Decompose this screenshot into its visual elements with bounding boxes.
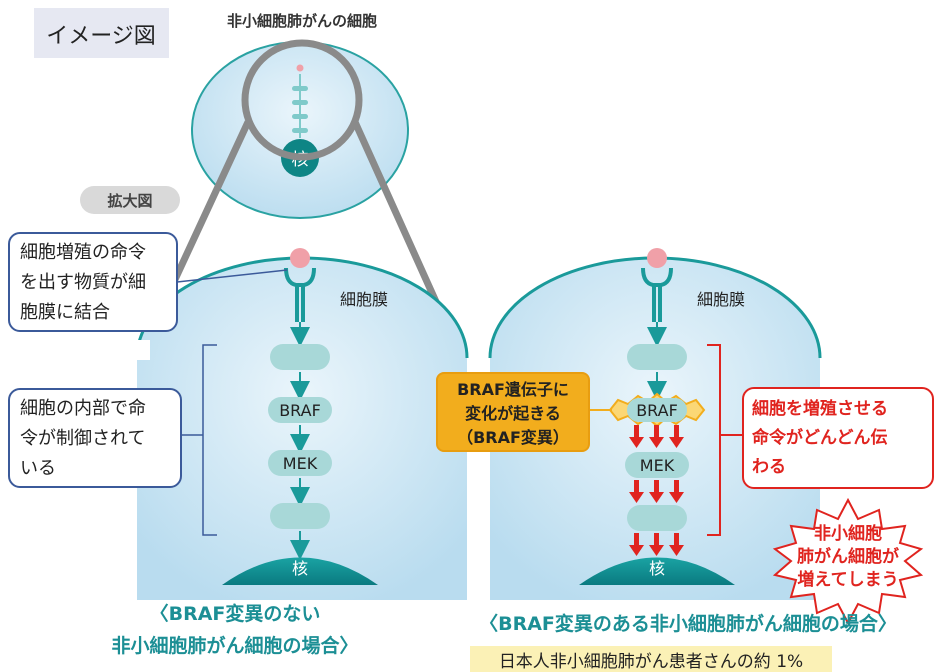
binding-callout: 細胞増殖の命令 を出す物質が細 胞膜に結合 [8, 232, 178, 332]
braf-change-line-1: BRAF遺伝子に [457, 380, 569, 399]
left-nucleus-label: 核 [292, 559, 308, 578]
left-braf-protein [268, 397, 332, 423]
internal-line-2: 令が制御されて [20, 428, 146, 449]
left-bracket [202, 344, 217, 536]
left-cell [137, 258, 467, 600]
burst-line-1: 非小細胞 [814, 523, 882, 544]
left-mek-label: MEK [283, 454, 318, 473]
right-blank-protein-2 [627, 505, 687, 531]
braf-change-line-3: （BRAF変異） [457, 428, 569, 447]
signal-flow-callout: 細胞を増殖させる 命令がどんどん伝 わる [742, 387, 934, 489]
image-label-box [34, 8, 169, 58]
right-mek-label: MEK [640, 456, 675, 475]
internal-control-callout: 細胞の内部で命 令が制御されて いる [8, 388, 182, 488]
left-blank-protein-2 [270, 503, 330, 529]
right-caption: 〈BRAF変異のある非小細胞肺がん細胞の場合〉 [479, 612, 897, 635]
right-braf-protein [627, 398, 687, 422]
right-bracket [707, 344, 721, 536]
burst-line-2: 肺がん細胞が [797, 546, 899, 567]
cell-title: 非小細胞肺がんの細胞 [227, 12, 377, 30]
left-receptor [284, 248, 316, 322]
braf-change-line-2: 変化が起きる [465, 404, 561, 423]
binding-line-2: を出す物質が細 [20, 272, 146, 293]
red-arrows-3 [629, 533, 684, 556]
signal-line-3: わる [752, 457, 786, 477]
right-blank-protein-1 [627, 344, 687, 370]
signal-line-2: 命令がどんどん伝 [752, 428, 888, 448]
right-nucleus [579, 557, 735, 585]
binding-line-3: 胞膜に結合 [20, 302, 110, 323]
right-mek-protein [625, 452, 689, 478]
red-arrows-2 [629, 480, 684, 503]
left-nucleus [222, 557, 378, 585]
magnifier-ring [241, 39, 363, 161]
binding-connector [176, 269, 288, 283]
binding-line-1: 細胞増殖の命令 [20, 242, 146, 263]
right-membrane-label: 細胞膜 [697, 290, 745, 309]
braf-change-callout: BRAF遺伝子に 変化が起きる （BRAF変異） [436, 372, 590, 452]
left-caption-line-1: 〈BRAF変異のない [150, 602, 321, 625]
left-blank-protein-1 [270, 344, 330, 370]
zoom-badge [80, 186, 180, 214]
small-receptor [292, 64, 308, 138]
red-arrows-1 [629, 425, 684, 448]
right-nucleus-label: 核 [649, 559, 665, 578]
left-mek-protein [268, 450, 332, 476]
left-cell-edge-mask [120, 340, 150, 360]
left-braf-label: BRAF [279, 401, 321, 420]
internal-line-1: 細胞の内部で命 [20, 398, 146, 419]
internal-line-3: いる [20, 458, 56, 479]
zoom-badge-label: 拡大図 [107, 192, 152, 210]
left-membrane-label: 細胞膜 [340, 290, 388, 309]
left-caption-line-2: 非小細胞肺がん細胞の場合〉 [111, 634, 358, 657]
burst-line-3: 増えてしまう [797, 569, 898, 590]
footnote-text: 日本人非小細胞肺がん患者さんの約 1% [499, 652, 803, 672]
right-receptor [641, 248, 673, 322]
image-label: イメージ図 [46, 24, 156, 49]
signal-line-1: 細胞を増殖させる [752, 399, 888, 419]
proliferation-burst [772, 497, 924, 626]
right-braf-label: BRAF [636, 401, 678, 420]
footnote-box [470, 646, 832, 672]
